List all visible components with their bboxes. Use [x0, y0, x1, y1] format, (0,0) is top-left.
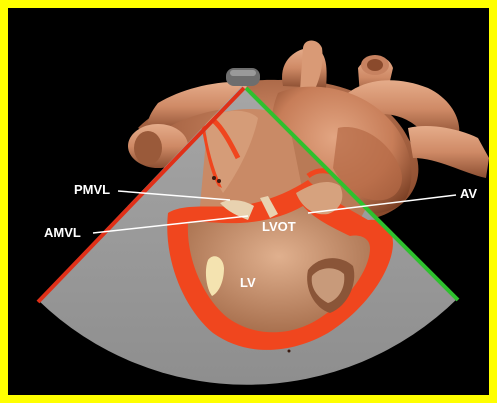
- label-lv: LV: [240, 275, 256, 290]
- transducer-icon: [226, 68, 260, 86]
- label-pmvl: PMVL: [74, 182, 110, 197]
- label-amvl: AMVL: [44, 225, 81, 240]
- label-av: AV: [460, 186, 477, 201]
- heart-diagram-svg: PMVL AMVL LVOT LV AV: [8, 8, 489, 395]
- echo-illustration: PMVL AMVL LVOT LV AV: [8, 8, 489, 395]
- label-lvot: LVOT: [262, 219, 296, 234]
